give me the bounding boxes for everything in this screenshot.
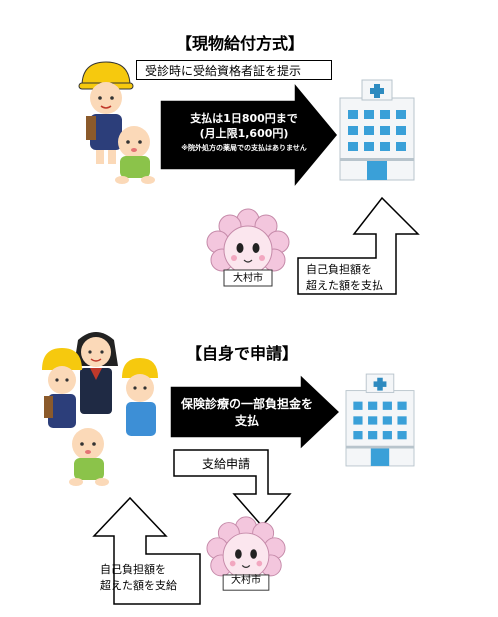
reimbursement-arrow bbox=[297, 196, 420, 295]
copayment-text-line1: 保険診療の一部負担金を bbox=[180, 397, 313, 411]
refund-text-line1: 自己負担額を bbox=[100, 563, 166, 576]
application-label: 支給申請 bbox=[202, 457, 251, 471]
reimbursement-text-line2: 超えた額を支払 bbox=[306, 279, 383, 292]
application-arrow bbox=[173, 449, 292, 528]
payment-note: ※院外処方の薬局での支払はありません bbox=[181, 144, 307, 152]
hospital-icon bbox=[339, 79, 415, 181]
mascot-sign: 大村市 bbox=[231, 575, 261, 586]
children-illustration bbox=[78, 61, 155, 184]
section2-title: 【自身で申請】 bbox=[186, 344, 299, 363]
reimbursement-text-line1: 自己負担額を bbox=[306, 263, 372, 276]
family-illustration bbox=[42, 332, 158, 486]
refund-arrow bbox=[92, 496, 201, 605]
copayment-text-line2: 支払 bbox=[234, 414, 259, 428]
copayment-arrow bbox=[169, 372, 342, 452]
mascot-omura bbox=[206, 516, 286, 591]
mascot-omura bbox=[206, 208, 290, 287]
callout-present-certificate: 受診時に受給資格者証を提示 bbox=[136, 60, 332, 80]
hospital-icon bbox=[345, 373, 415, 467]
payment-arrow bbox=[159, 79, 339, 191]
payment-text-line2: (月上限1,600円) bbox=[199, 127, 289, 140]
section1-title: 【現物給付方式】 bbox=[176, 34, 305, 53]
payment-text-line1: 支払は1日800円まで bbox=[190, 112, 298, 125]
refund-text-line2: 超えた額を支給 bbox=[100, 579, 177, 592]
mascot-sign: 大村市 bbox=[233, 273, 263, 284]
